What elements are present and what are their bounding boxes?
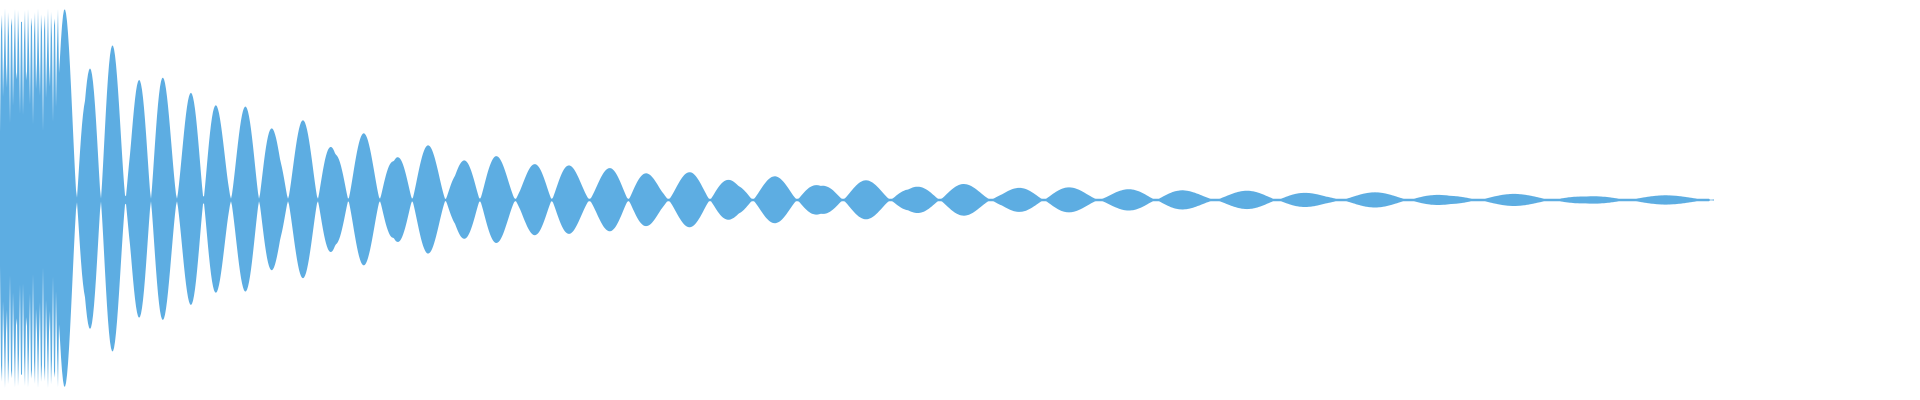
- waveform-shape: [0, 8, 1714, 389]
